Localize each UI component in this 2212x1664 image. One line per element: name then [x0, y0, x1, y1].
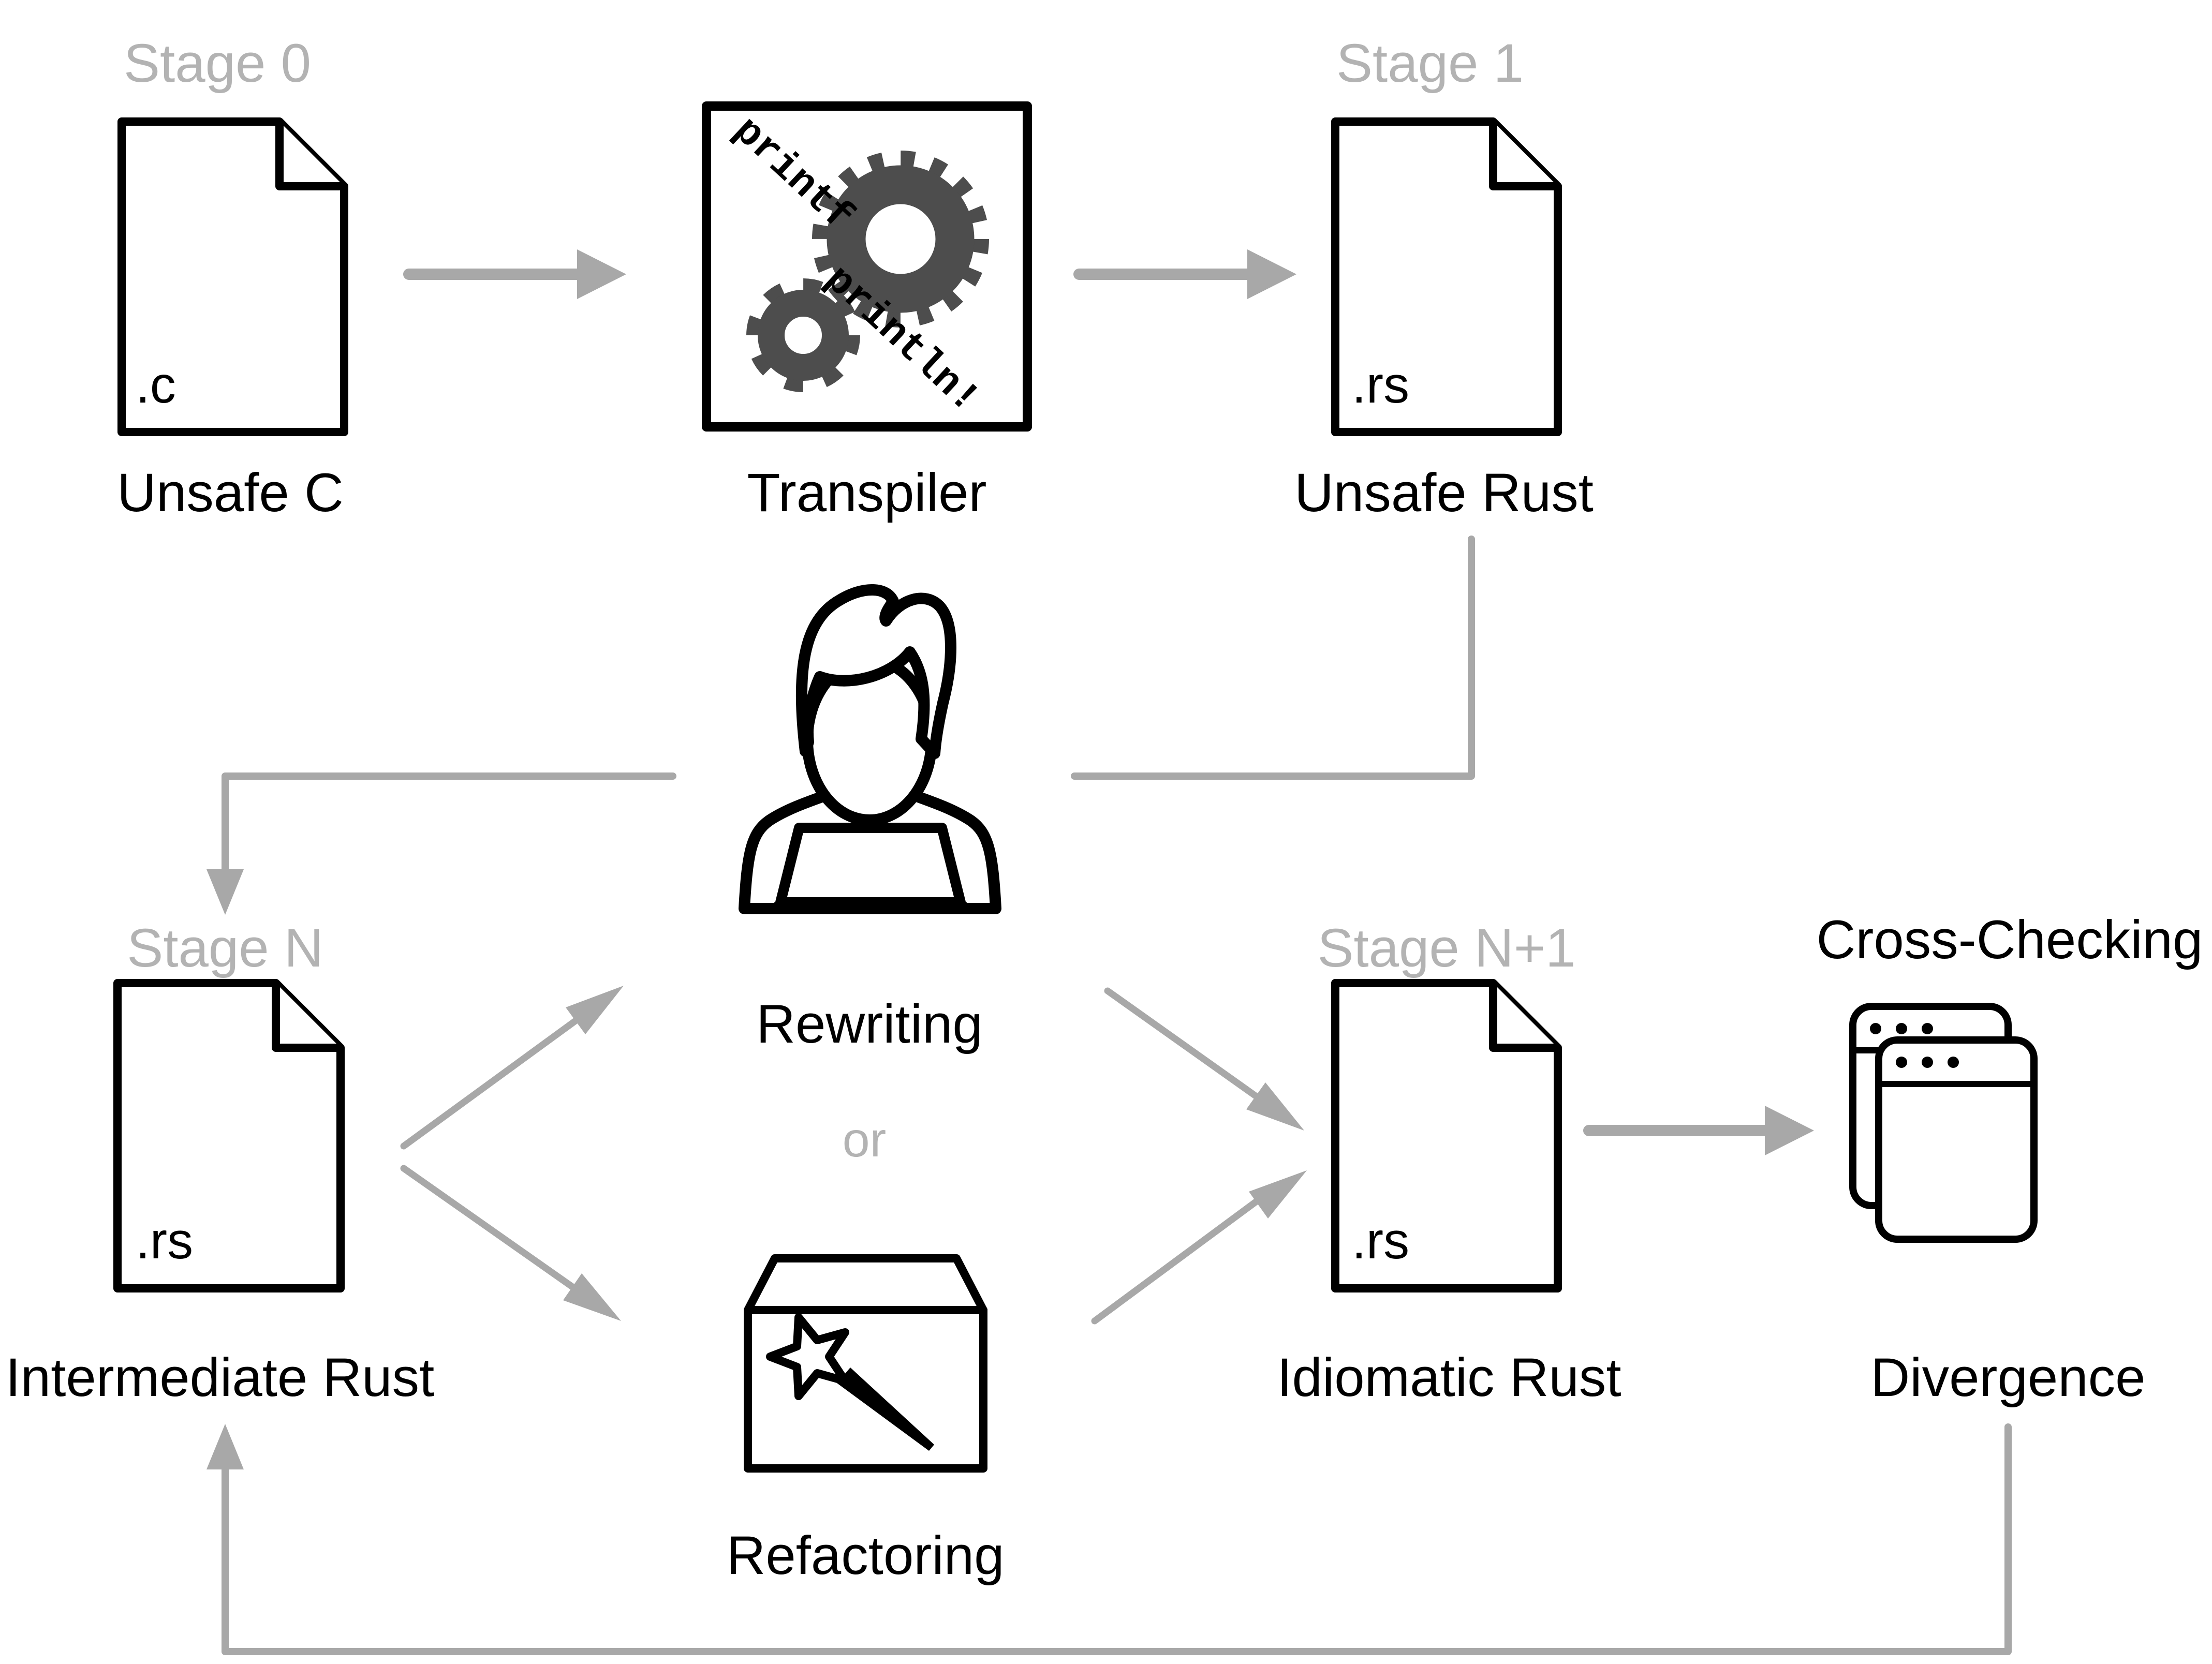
document-fold [275, 122, 344, 190]
document-page [1331, 117, 1562, 436]
large-gear-body [827, 165, 975, 313]
file-extension: .rs [1352, 356, 1409, 414]
arrow-head [563, 1273, 621, 1321]
node-refactoring: Refactoring [727, 1254, 1005, 1586]
window-dot [1896, 1057, 1907, 1068]
magic-box-icon [744, 1254, 987, 1473]
magic-wand-icon [766, 1313, 934, 1451]
arrow-head [1249, 1170, 1307, 1219]
window-dot [1922, 1057, 1933, 1068]
large-gear-teeth [812, 151, 989, 328]
connector-left-segment [222, 772, 676, 874]
arrow-intermediate-to-refactoring [400, 1165, 621, 1321]
wand-star [766, 1313, 849, 1400]
intermediate-rust-label: Intermediate Rust [6, 1347, 435, 1408]
small-gear-hole [786, 318, 821, 353]
divergence-label: Divergence [1870, 1347, 2145, 1408]
arrow-head [1247, 249, 1296, 299]
document-page [117, 117, 348, 436]
gears-icon [746, 151, 989, 392]
arrow-head [577, 249, 626, 299]
wand-stick [837, 1368, 934, 1451]
file-extension: .rs [1352, 1212, 1409, 1270]
unsafe-rust-label: Unsafe Rust [1294, 463, 1594, 523]
unsafe-c-label: Unsafe C [117, 463, 344, 523]
arrow-rewriting-to-idiomatic [1104, 987, 1304, 1131]
connector-right-segment [1071, 536, 1475, 780]
arrow-refactoring-to-idiomatic [1091, 1170, 1307, 1325]
stage-n-plus-1-label: Stage N+1 [1317, 918, 1575, 978]
node-unsafe-c: Stage 0 .c Unsafe C [117, 33, 348, 523]
node-transpiler: printf println! Transpiler [702, 101, 1032, 523]
rust-file-icon: .rs [1331, 979, 1562, 1292]
refactoring-label: Refactoring [727, 1525, 1005, 1586]
arrow-idiomatic-to-crosschecking [1583, 1106, 1814, 1155]
arrow-shaft [400, 1165, 580, 1293]
node-rewriting: Rewriting [739, 584, 1001, 1054]
stage-n-label: Stage N [127, 918, 323, 978]
window-dot [1870, 1023, 1881, 1034]
arrow-head [566, 986, 624, 1034]
document-page [113, 979, 345, 1292]
node-unsafe-rust: Stage 1 .rs Unsafe Rust [1294, 33, 1594, 523]
box-lid [744, 1254, 987, 1314]
window-dot [1948, 1057, 1959, 1068]
window-dot [1922, 1023, 1933, 1034]
front-window [1875, 1036, 2038, 1243]
arrow-head [1765, 1106, 1814, 1155]
arrow-head-down [207, 869, 244, 915]
person-hair [795, 584, 956, 759]
arrow-shaft [400, 1014, 583, 1150]
laptop-screen [775, 823, 966, 908]
arrow-shaft [1104, 987, 1263, 1102]
window-frame [1875, 1036, 2038, 1243]
connector-unsafe-rust-to-stage-n [207, 536, 1475, 915]
windows-compare-icon [1849, 1003, 2038, 1243]
c-file-icon: .c [117, 117, 348, 436]
idiomatic-rust-label: Idiomatic Rust [1277, 1347, 1621, 1408]
transpiler-label: Transpiler [747, 463, 987, 523]
node-divergence: Cross-Checking Divergence [1817, 910, 2203, 1408]
or-label: or [843, 1112, 886, 1167]
arrow-unsafe-c-to-transpiler [403, 249, 626, 299]
laptop-base [774, 902, 967, 913]
rust-file-icon: .rs [1331, 117, 1562, 436]
arrow-head [1246, 1082, 1304, 1131]
stage-0-label: Stage 0 [124, 33, 311, 94]
small-gear-body [758, 290, 849, 381]
cross-checking-label: Cross-Checking [1817, 910, 2203, 970]
small-gear-teeth [746, 278, 860, 392]
file-extension: .c [136, 356, 176, 414]
file-extension: .rs [136, 1212, 193, 1270]
document-page [1331, 979, 1562, 1292]
arrow-shaft [1091, 1194, 1265, 1325]
large-gear-hole [868, 207, 933, 271]
person-at-laptop-icon [739, 584, 1001, 914]
arrow-transpiler-to-unsafe-rust [1073, 249, 1296, 299]
document-fold [1489, 983, 1558, 1052]
arrow-intermediate-to-rewriting [400, 986, 624, 1150]
arrow-divergence-loop-to-intermediate [207, 1423, 2012, 1655]
loop-path [222, 1423, 2012, 1655]
document-fold [1489, 122, 1558, 190]
stage-1-label: Stage 1 [1336, 33, 1524, 94]
rewriting-label: Rewriting [756, 994, 983, 1054]
rust-file-icon: .rs [113, 979, 345, 1292]
node-intermediate-rust: Stage N .rs Intermediate Rust [6, 918, 435, 1408]
document-fold [272, 983, 341, 1052]
arrow-head-up [207, 1424, 244, 1469]
node-idiomatic-rust: Stage N+1 .rs Idiomatic Rust [1277, 918, 1621, 1408]
window-dot [1896, 1023, 1907, 1034]
